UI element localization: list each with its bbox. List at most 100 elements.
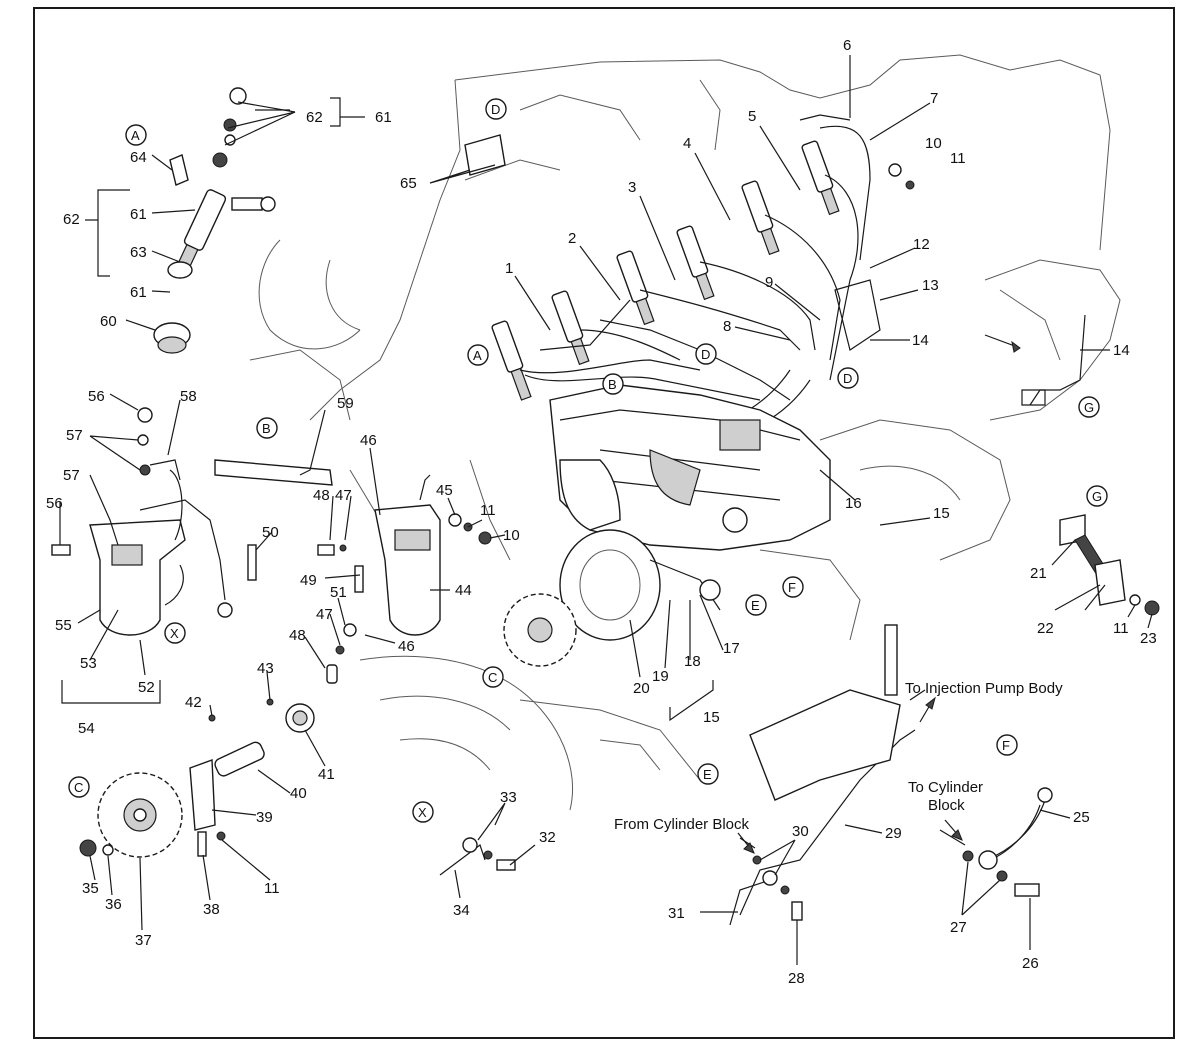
detail-c-drive-gear bbox=[79, 698, 315, 858]
svg-text:D: D bbox=[843, 371, 852, 386]
bracket-65 bbox=[464, 134, 506, 176]
clamp-14 bbox=[1021, 389, 1046, 406]
part-label-14-g: 14 bbox=[1113, 342, 1130, 359]
part-label-46-b: 46 bbox=[398, 638, 415, 655]
part-label-42: 42 bbox=[185, 694, 202, 711]
part-label-35: 35 bbox=[82, 880, 99, 897]
part-label-28: 28 bbox=[788, 970, 805, 987]
part-labels: 6 7 5 10 11 4 3 2 1 12 9 13 8 14 14 62 6… bbox=[46, 37, 1157, 987]
part-label-43: 43 bbox=[257, 660, 274, 677]
marker-g-pipe: G bbox=[1078, 396, 1100, 418]
detail-x-banjo bbox=[439, 837, 516, 876]
part-label-7: 7 bbox=[930, 90, 938, 107]
part-label-11: 11 bbox=[950, 150, 966, 167]
part-label-40: 40 bbox=[290, 785, 307, 802]
note-from-cylinder-block: From Cylinder Block bbox=[614, 816, 750, 833]
part-label-39: 39 bbox=[256, 809, 273, 826]
part-label-62-top: 62 bbox=[306, 109, 323, 126]
part-label-5: 5 bbox=[748, 108, 756, 125]
svg-text:X: X bbox=[418, 805, 427, 820]
part-label-11-b: 11 bbox=[480, 502, 496, 519]
part-label-51: 51 bbox=[330, 584, 347, 601]
part-label-47: 47 bbox=[335, 487, 352, 504]
detail-b-fuel-filter bbox=[51, 407, 492, 684]
part-label-23: 23 bbox=[1140, 630, 1157, 647]
part-label-46: 46 bbox=[360, 432, 377, 449]
svg-text:E: E bbox=[703, 767, 712, 782]
part-label-53: 53 bbox=[80, 655, 97, 672]
detail-f-oil-pipe bbox=[962, 787, 1053, 897]
part-label-57: 57 bbox=[66, 427, 83, 444]
marker-d-line: D bbox=[695, 343, 717, 365]
injection-pump-assembly bbox=[503, 384, 831, 667]
note-to-injection-pump-body: To Injection Pump Body bbox=[905, 680, 1063, 697]
part-label-6: 6 bbox=[843, 37, 851, 54]
part-label-64: 64 bbox=[130, 149, 147, 166]
note-to-cylinder-line2: Block bbox=[928, 797, 965, 814]
svg-text:E: E bbox=[751, 598, 760, 613]
part-label-27: 27 bbox=[950, 919, 967, 936]
part-label-11-d: 11 bbox=[1113, 620, 1129, 637]
injector-2 bbox=[551, 290, 590, 366]
marker-e-pump: E bbox=[745, 594, 767, 616]
svg-text:F: F bbox=[1002, 738, 1010, 753]
part-label-63: 63 bbox=[130, 244, 147, 261]
part-label-55: 55 bbox=[55, 617, 72, 634]
part-label-20: 20 bbox=[633, 680, 650, 697]
part-label-10: 10 bbox=[925, 135, 942, 152]
part-label-2: 2 bbox=[568, 230, 576, 247]
page-border bbox=[33, 7, 1175, 1039]
detail-e-oil-pipe bbox=[729, 624, 916, 926]
part-label-37: 37 bbox=[135, 932, 152, 949]
pipe-14 bbox=[1029, 314, 1086, 406]
part-label-15: 15 bbox=[933, 505, 950, 522]
note-arrows bbox=[737, 696, 963, 854]
svg-text:A: A bbox=[473, 348, 482, 363]
marker-g-detail: G bbox=[1086, 485, 1108, 507]
marker-d-top: D bbox=[485, 98, 507, 120]
part-label-18: 18 bbox=[684, 653, 701, 670]
part-label-57-b: 57 bbox=[63, 467, 80, 484]
part-label-16: 16 bbox=[845, 495, 862, 512]
detail-g-clamp bbox=[1059, 514, 1160, 616]
part-label-17: 17 bbox=[723, 640, 740, 657]
part-label-60: 60 bbox=[100, 313, 117, 330]
svg-text:G: G bbox=[1092, 489, 1102, 504]
svg-text:C: C bbox=[74, 780, 83, 795]
part-label-56: 56 bbox=[88, 388, 105, 405]
injector-array bbox=[491, 114, 915, 441]
marker-a-injector: A bbox=[467, 344, 489, 366]
marker-b-pump: B bbox=[602, 373, 624, 395]
part-label-13: 13 bbox=[922, 277, 939, 294]
marker-x-detail: X bbox=[412, 801, 434, 823]
part-label-19: 19 bbox=[652, 668, 669, 685]
marker-d-right: D bbox=[837, 367, 859, 389]
marker-c-detail: C bbox=[68, 776, 90, 798]
marker-a-top: A bbox=[125, 124, 147, 146]
part-label-15-b: 15 bbox=[703, 709, 720, 726]
svg-text:B: B bbox=[608, 377, 617, 392]
part-label-9: 9 bbox=[765, 274, 773, 291]
marker-c-gear: C bbox=[482, 666, 504, 688]
part-label-62: 62 bbox=[63, 211, 80, 228]
part-label-26: 26 bbox=[1022, 955, 1039, 972]
part-label-56-b: 56 bbox=[46, 495, 63, 512]
svg-text:D: D bbox=[701, 347, 710, 362]
part-label-48: 48 bbox=[313, 487, 330, 504]
svg-text:D: D bbox=[491, 102, 500, 117]
part-label-36: 36 bbox=[105, 896, 122, 913]
part-label-59: 59 bbox=[337, 395, 354, 412]
part-label-8: 8 bbox=[723, 318, 731, 335]
svg-text:G: G bbox=[1084, 400, 1094, 415]
part-label-49: 49 bbox=[300, 572, 317, 589]
part-label-14: 14 bbox=[912, 332, 929, 349]
part-label-1: 1 bbox=[505, 260, 513, 277]
part-label-47-b: 47 bbox=[316, 606, 333, 623]
note-to-cylinder-line1: To Cylinder bbox=[908, 779, 983, 796]
part-label-30: 30 bbox=[792, 823, 809, 840]
marker-x-filter: X bbox=[164, 622, 186, 644]
leader-lines bbox=[59, 55, 1153, 965]
part-label-50: 50 bbox=[262, 524, 279, 541]
